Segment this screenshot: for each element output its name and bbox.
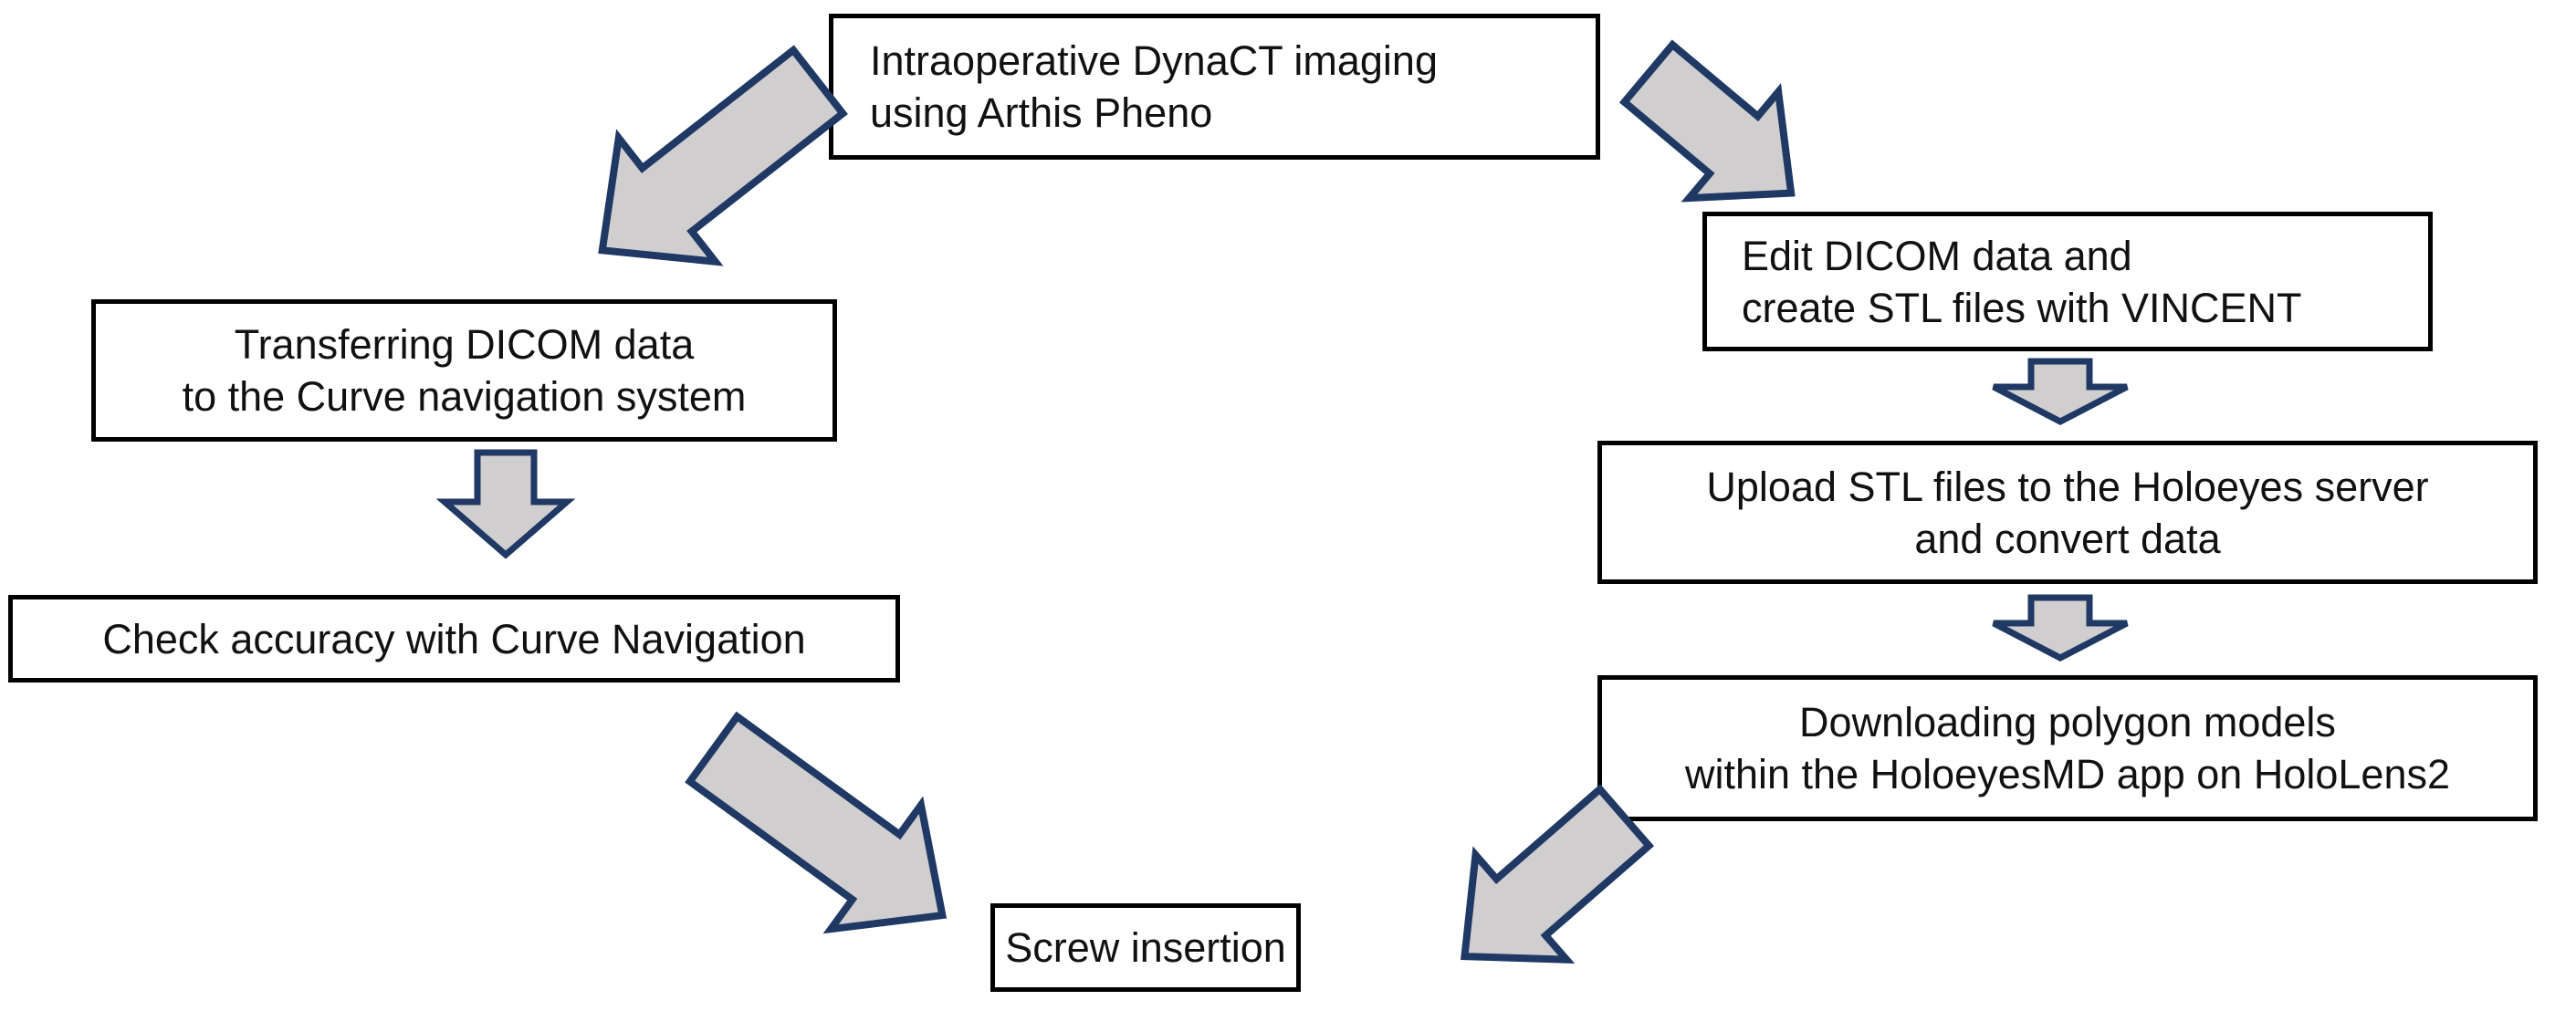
block-arrow-down-icon bbox=[1992, 358, 2129, 425]
flow-step-upload-stl: Upload STL files to the Holoeyes server … bbox=[1597, 441, 2538, 584]
flow-step-text: Transferring DICOM data bbox=[234, 321, 695, 368]
flow-step-transfer-dicom: Transferring DICOM data to the Curve nav… bbox=[91, 299, 837, 442]
flow-step-edit-dicom: Edit DICOM data and create STL files wit… bbox=[1702, 212, 2433, 351]
block-arrow-down-icon bbox=[1992, 594, 2129, 662]
block-arrow-down-right-icon bbox=[685, 711, 948, 934]
block-arrow-down-left-icon bbox=[1461, 784, 1655, 964]
block-arrow-down-right-icon bbox=[1618, 39, 1796, 203]
flow-step-download-models: Downloading polygon models within the Ho… bbox=[1597, 675, 2538, 821]
flow-step-check-accuracy: Check accuracy with Curve Navigation bbox=[8, 595, 900, 683]
flow-step-text: Edit DICOM data and bbox=[1742, 232, 2132, 279]
flow-step-text: Intraoperative DynaCT imaging bbox=[870, 37, 1438, 84]
flow-step-text: using Arthis Pheno bbox=[870, 89, 1213, 136]
flow-step-text: and convert data bbox=[1914, 515, 2221, 562]
flow-step-text: to the Curve navigation system bbox=[182, 373, 747, 420]
flow-step-text: Downloading polygon models bbox=[1799, 699, 2336, 745]
flow-step-text: Upload STL files to the Holoeyes server bbox=[1706, 463, 2429, 510]
block-arrow-down-icon bbox=[435, 449, 576, 559]
flow-step-text: Screw insertion bbox=[1005, 924, 1286, 971]
flow-step-text: within the HoloeyesMD app on HoloLens2 bbox=[1685, 751, 2450, 797]
flow-step-text: create STL files with VINCENT bbox=[1742, 284, 2302, 331]
flow-step-text: Check accuracy with Curve Navigation bbox=[102, 615, 806, 662]
flow-step-screw-insertion: Screw insertion bbox=[990, 903, 1301, 992]
flow-step-intraoperative-imaging: Intraoperative DynaCT imaging using Arth… bbox=[829, 14, 1600, 160]
block-arrow-down-left-icon bbox=[598, 45, 848, 266]
